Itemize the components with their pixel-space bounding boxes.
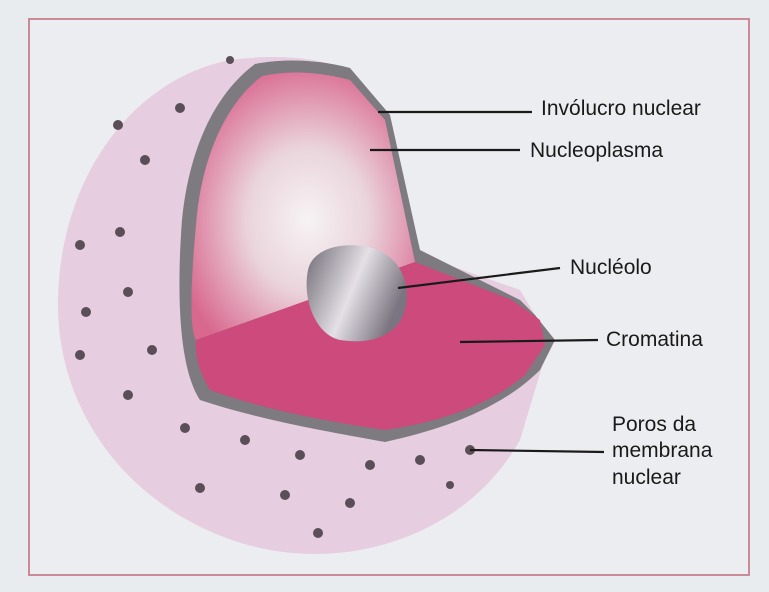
pore bbox=[180, 423, 190, 433]
pore bbox=[240, 435, 250, 445]
pore bbox=[226, 56, 234, 64]
nucleolus bbox=[307, 245, 407, 341]
pore bbox=[313, 528, 323, 538]
label-nucleolus: Nucléolo bbox=[570, 255, 652, 281]
label-envelope: Invólucro nuclear bbox=[541, 96, 701, 122]
pore bbox=[175, 103, 185, 113]
label-pores-line1: Poros da bbox=[612, 412, 712, 438]
pore bbox=[280, 490, 290, 500]
pore bbox=[113, 120, 123, 130]
pore bbox=[345, 498, 355, 508]
pore bbox=[365, 460, 375, 470]
pore bbox=[75, 240, 85, 250]
pore bbox=[147, 345, 157, 355]
pore bbox=[75, 350, 85, 360]
pore bbox=[415, 455, 425, 465]
pore bbox=[123, 390, 133, 400]
label-pores-line3: nuclear bbox=[612, 465, 712, 491]
label-pores: Poros da membrana nuclear bbox=[612, 412, 712, 491]
pore bbox=[123, 287, 133, 297]
label-chromatin: Cromatina bbox=[606, 327, 703, 353]
label-nucleoplasm: Nucleoplasma bbox=[530, 138, 663, 164]
pore bbox=[195, 483, 205, 493]
pore bbox=[295, 450, 305, 460]
pore bbox=[446, 481, 454, 489]
pore bbox=[81, 307, 91, 317]
label-pores-line2: membrana bbox=[612, 438, 712, 464]
pore bbox=[115, 227, 125, 237]
pore bbox=[140, 155, 150, 165]
